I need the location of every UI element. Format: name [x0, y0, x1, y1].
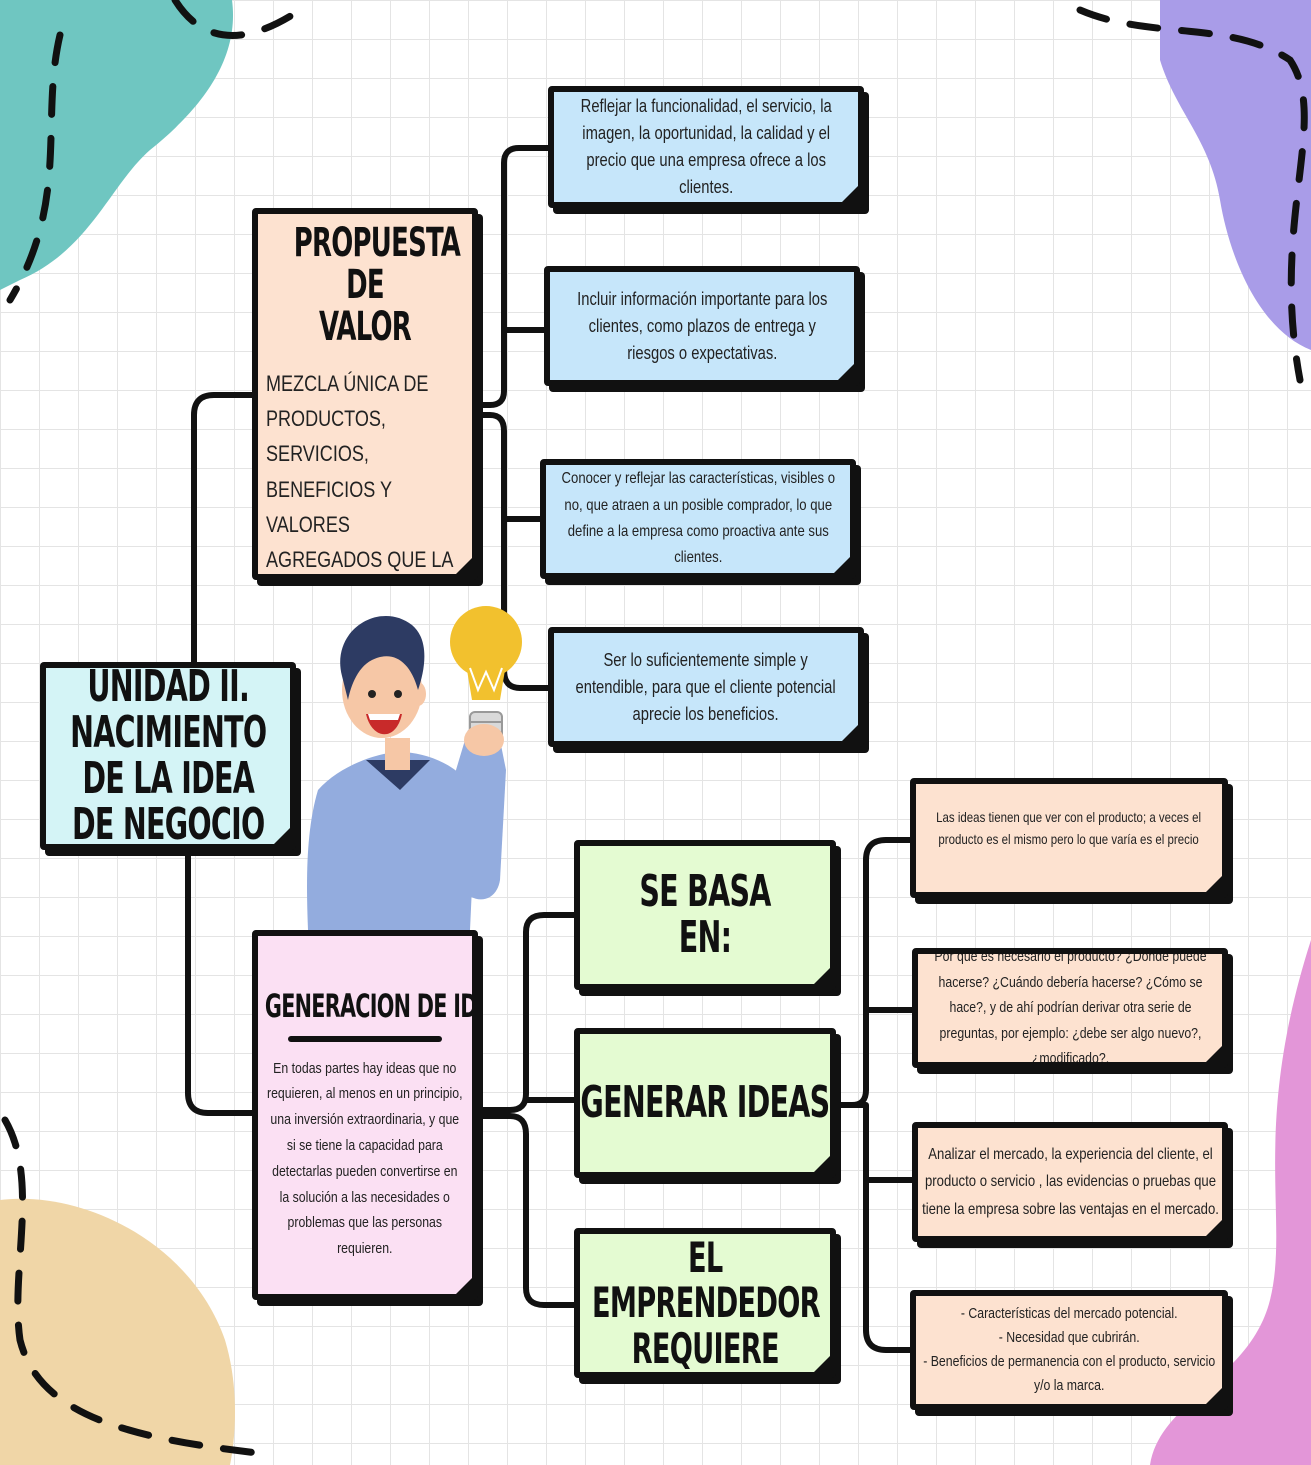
blob-teal	[0, 0, 234, 290]
branch-label: SE BASA EN:	[639, 865, 771, 963]
blob-tan	[0, 1198, 235, 1465]
detail-item-text: Analizar el mercado, la experiencia del …	[921, 1146, 1219, 1218]
propuesta-item: Incluir información importante para los …	[544, 266, 860, 386]
branch-se-basa: SE BASA EN:	[574, 840, 836, 990]
propuesta-item: Reflejar la funcionalidad, el servicio, …	[548, 86, 864, 208]
propuesta-item-text: Conocer y reflejar las características, …	[561, 470, 835, 567]
propuesta-item: Conocer y reflejar las características, …	[540, 459, 856, 579]
detail-item: Por qué es necesario el producto? ¿Dónde…	[912, 948, 1228, 1068]
detail-item: - Características del mercado potencial.…	[910, 1290, 1228, 1410]
propuesta-item-text: Ser lo suficientemente simple y entendib…	[575, 649, 837, 724]
branch-generar-ideas: GENERAR IDEAS	[574, 1028, 836, 1178]
detail-item: Analizar el mercado, la experiencia del …	[912, 1122, 1228, 1242]
main-node: UNIDAD II. NACIMIENTO DE LA IDEA DE NEGO…	[40, 662, 296, 850]
dashed-stroke-top-left-2	[171, 0, 304, 39]
detail-item-text: - Características del mercado potencial.…	[923, 1305, 1215, 1394]
propuesta-title-line2: VALOR	[318, 304, 412, 350]
generacion-title: GENERACION DE IDEAS	[264, 987, 477, 1025]
branch-emprendedor: EL EMPRENDEDOR REQUIERE	[574, 1228, 836, 1378]
lightbulb-icon	[450, 606, 522, 743]
propuesta-text: MEZCLA ÚNICA DE PRODUCTOS, SERVICIOS, BE…	[266, 371, 453, 572]
divider	[288, 1035, 442, 1042]
propuesta-item: Ser lo suficientemente simple y entendib…	[548, 627, 864, 747]
main-node-title: UNIDAD II. NACIMIENTO DE LA IDEA DE NEGO…	[69, 662, 267, 850]
generacion-text: En todas partes hay ideas que no requier…	[267, 1059, 463, 1258]
detail-item-text: Por qué es necesario el producto? ¿Dónde…	[933, 948, 1207, 1068]
dashed-stroke-top-left	[6, 31, 64, 304]
dashed-stroke-top-right	[1076, 6, 1308, 384]
generacion-node: GENERACION DE IDEAS En todas partes hay …	[252, 930, 478, 1300]
propuesta-item-text: Incluir información importante para los …	[576, 288, 828, 363]
detail-item: Las ideas tienen que ver con el producto…	[910, 778, 1228, 898]
branch-label: GENERAR IDEAS	[580, 1076, 830, 1128]
dashed-stroke-bottom-left	[1, 1116, 279, 1459]
propuesta-item-text: Reflejar la funcionalidad, el servicio, …	[580, 96, 832, 197]
propuesta-title-line1: PROPUESTA DE	[293, 220, 461, 308]
propuesta-node: PROPUESTA DE VALOR MEZCLA ÚNICA DE PRODU…	[252, 208, 478, 580]
detail-item-text: Las ideas tienen que ver con el producto…	[936, 809, 1202, 848]
blob-pink	[1150, 940, 1311, 1465]
branch-label: EL EMPRENDEDOR REQUIERE	[591, 1232, 821, 1373]
blob-purple	[1160, 0, 1311, 350]
